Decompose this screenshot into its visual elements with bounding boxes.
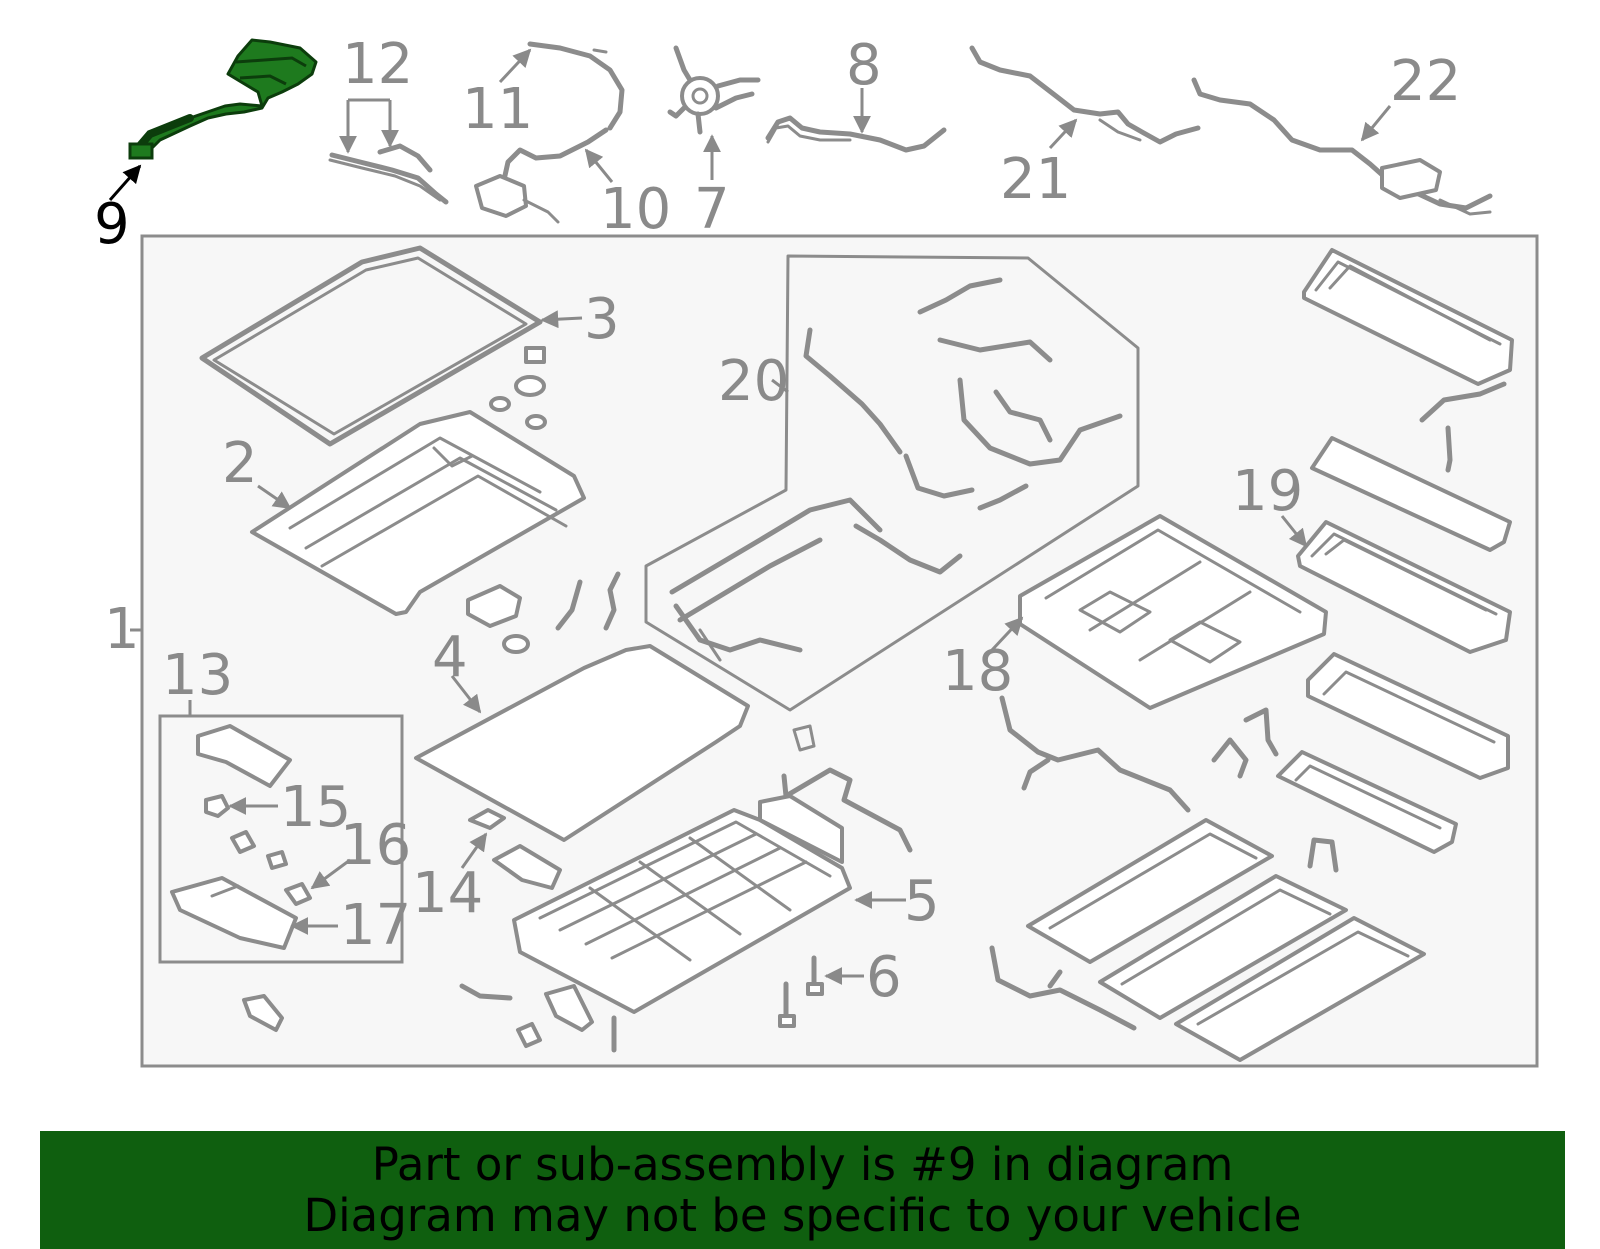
part-21[interactable] — [969, 45, 1201, 145]
misc-small-parts — [242, 983, 594, 1048]
tray-frames-right — [989, 652, 1510, 1062]
label-12: 12 — [342, 32, 413, 97]
part-6-bolts[interactable] — [611, 955, 824, 1053]
part-4-plate[interactable] — [414, 644, 750, 842]
part-3-gasket[interactable] — [199, 245, 543, 447]
label-16: 16 — [340, 813, 411, 878]
part-12[interactable] — [328, 143, 449, 205]
small-clip-b — [266, 850, 288, 870]
label-2: 2 — [222, 431, 258, 496]
label-22: 22 — [1390, 49, 1461, 114]
part-18-module[interactable] — [1018, 514, 1328, 710]
banner-line-2: Diagram may not be specific to your vehi… — [303, 1189, 1302, 1242]
label-8: 8 — [846, 33, 882, 98]
part-11-10[interactable] — [474, 41, 625, 224]
label-9: 9 — [94, 192, 130, 257]
label-10: 10 — [600, 177, 671, 242]
info-banner: Part or sub-assembly is #9 in diagram Di… — [40, 1131, 1565, 1249]
small-clip-a — [230, 830, 256, 854]
small-fasteners — [489, 346, 547, 430]
label-15: 15 — [280, 775, 351, 840]
part-2-cover[interactable] — [250, 410, 586, 616]
part-7[interactable] — [667, 45, 761, 135]
label-3: 3 — [584, 287, 620, 352]
connector-parts — [466, 571, 621, 654]
part-9-highlighted[interactable] — [128, 38, 318, 160]
part-15[interactable] — [204, 794, 230, 818]
label-18: 18 — [942, 639, 1013, 704]
banner-line-1: Part or sub-assembly is #9 in diagram — [371, 1138, 1234, 1191]
cables-lower-right — [999, 695, 1279, 813]
label-11: 11 — [462, 77, 533, 142]
label-7: 7 — [694, 177, 730, 242]
part-19-modules[interactable] — [1296, 248, 1514, 654]
label-13: 13 — [162, 643, 233, 708]
label-5: 5 — [904, 869, 940, 934]
label-21: 21 — [1000, 147, 1071, 212]
label-20: 20 — [718, 349, 789, 414]
part-16[interactable] — [284, 882, 312, 906]
label-17: 17 — [340, 893, 411, 958]
part-13-box[interactable] — [158, 714, 404, 964]
part-8[interactable] — [765, 115, 947, 153]
label-1: 1 — [104, 597, 140, 662]
part-22[interactable] — [1191, 77, 1493, 216]
label-14: 14 — [412, 861, 483, 926]
part-5-tray[interactable] — [512, 724, 913, 1014]
label-6: 6 — [866, 945, 902, 1010]
part-20-wiring-box[interactable] — [644, 254, 1140, 712]
label-19: 19 — [1232, 459, 1303, 524]
part-14[interactable] — [468, 808, 562, 890]
label-4: 4 — [432, 625, 468, 690]
